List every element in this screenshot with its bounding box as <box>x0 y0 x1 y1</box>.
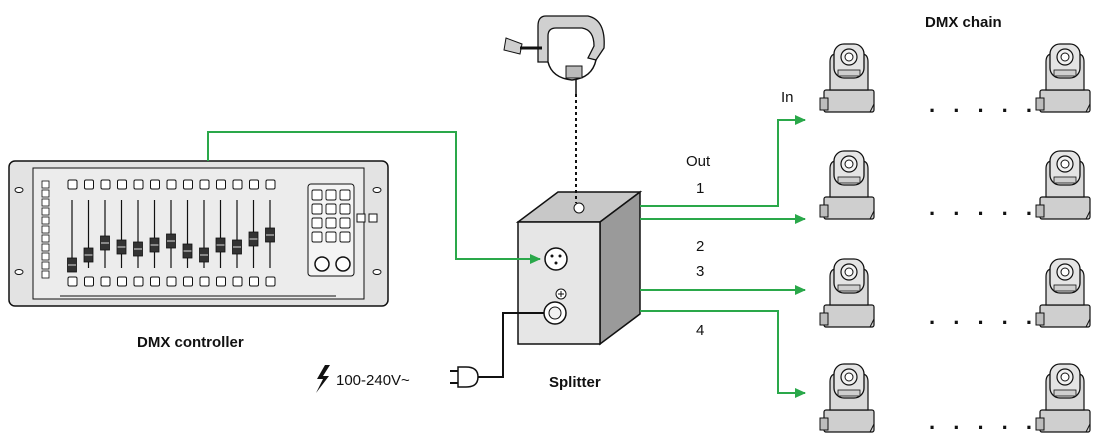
dmx-controller-label: DMX controller <box>137 334 244 351</box>
controller-led <box>41 261 50 270</box>
controller-button <box>249 179 259 190</box>
controller-button <box>133 179 144 190</box>
lightning-icon <box>316 365 330 393</box>
moving-head-fixture-icon <box>1035 150 1091 220</box>
chain-dots-2: . . . . . <box>929 195 1038 220</box>
controller-button <box>249 276 259 287</box>
panel-button <box>325 203 337 215</box>
in-label: In <box>781 89 794 106</box>
dmx-chain-label: DMX chain <box>925 14 1002 31</box>
controller-button <box>265 179 276 190</box>
controller-button <box>199 179 210 190</box>
dmx-controller <box>8 160 389 307</box>
controller-button <box>166 179 177 190</box>
output-number-4: 4 <box>696 322 704 339</box>
splitter-label: Splitter <box>549 374 601 391</box>
controller-led <box>41 180 50 189</box>
moving-head-fixture-icon <box>1035 258 1091 328</box>
controller-button <box>150 179 160 190</box>
controller-button <box>100 276 111 287</box>
controller-button <box>265 276 276 287</box>
controller-button <box>117 276 127 287</box>
jog-wheel <box>335 256 351 272</box>
moving-head-fixture-icon <box>1035 43 1091 113</box>
output-line-1 <box>640 115 806 207</box>
panel-button <box>325 231 337 243</box>
controller-button <box>133 276 144 287</box>
jog-wheel <box>314 256 330 272</box>
controller-button <box>216 179 226 190</box>
panel-button <box>356 213 366 223</box>
panel-button <box>368 213 378 223</box>
moving-head-fixture-icon <box>819 43 875 113</box>
controller-led <box>41 216 50 225</box>
controller-button <box>100 179 111 190</box>
controller-button <box>67 276 78 287</box>
signal-line-in <box>207 131 541 264</box>
controller-button <box>199 276 210 287</box>
panel-button <box>311 217 323 229</box>
controller-button <box>84 276 94 287</box>
power-label: 100-240V~ <box>336 372 410 389</box>
panel-button <box>339 203 351 215</box>
controller-button <box>150 276 160 287</box>
controller-button <box>183 179 193 190</box>
controller-button <box>117 179 127 190</box>
chain-dots-4: . . . . . <box>929 409 1038 434</box>
panel-button <box>339 189 351 201</box>
chain-dots-3: . . . . . <box>929 304 1038 329</box>
controller-led <box>41 234 50 243</box>
moving-head-fixture-icon <box>1035 363 1091 433</box>
moving-head-fixture-icon <box>819 258 875 328</box>
output-number-2: 2 <box>696 238 704 255</box>
controller-led <box>41 198 50 207</box>
splitter-box <box>515 190 643 346</box>
controller-led <box>41 270 50 279</box>
out-label: Out <box>686 153 711 170</box>
output-number-1: 1 <box>696 180 704 197</box>
controller-led <box>41 225 50 234</box>
controller-led <box>41 207 50 216</box>
moving-head-fixture-icon <box>819 363 875 433</box>
moving-head-fixture-icon <box>819 150 875 220</box>
panel-button <box>311 203 323 215</box>
chain-dots-1: . . . . . <box>929 92 1038 117</box>
connection-lines <box>207 94 806 398</box>
controller-led <box>41 252 50 261</box>
power-line <box>478 312 544 378</box>
panel-button <box>339 231 351 243</box>
panel-button <box>325 217 337 229</box>
controller-button <box>183 276 193 287</box>
power-plug-icon <box>450 366 479 388</box>
controller-button <box>232 179 243 190</box>
clamp-icon <box>503 15 605 94</box>
controller-button <box>84 179 94 190</box>
panel-button <box>325 189 337 201</box>
panel-button <box>311 189 323 201</box>
output-number-3: 3 <box>696 263 704 280</box>
controller-button <box>67 179 78 190</box>
panel-button <box>339 217 351 229</box>
controller-button <box>216 276 226 287</box>
panel-button <box>311 231 323 243</box>
controller-led <box>41 243 50 252</box>
controller-button <box>166 276 177 287</box>
controller-led <box>41 189 50 198</box>
controller-button <box>232 276 243 287</box>
output-line-4 <box>640 310 806 398</box>
